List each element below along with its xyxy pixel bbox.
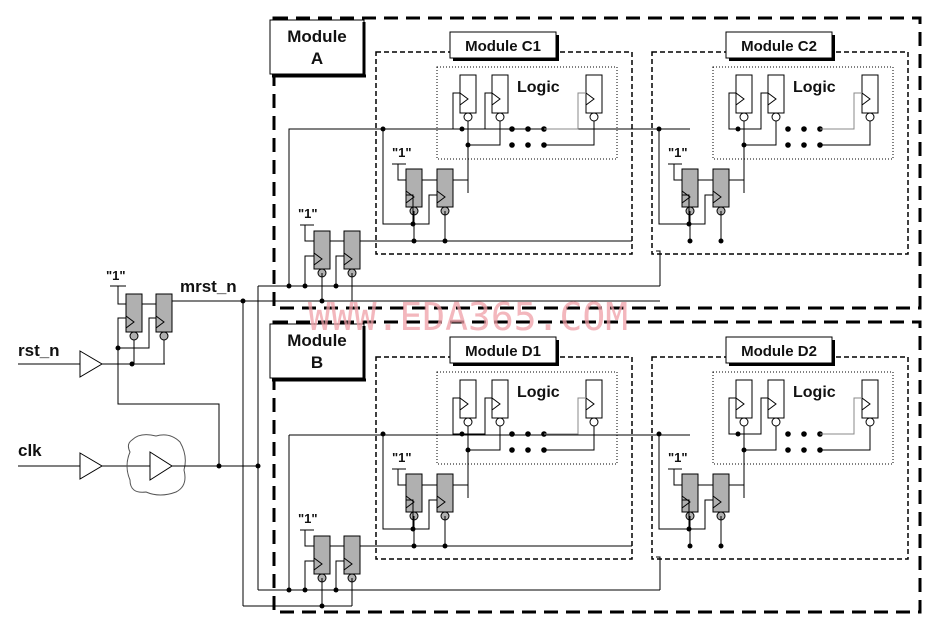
logic-ff-2 xyxy=(491,379,509,427)
submodule-title: Module C1 xyxy=(465,38,541,55)
clock-tree-cloud-icon xyxy=(126,434,186,496)
logic-label: Logic xyxy=(517,384,560,401)
local-sync-ff-2 xyxy=(436,168,454,216)
module-b: Module B "1" xyxy=(243,320,922,614)
global-sync-ff-2 xyxy=(155,293,173,341)
constant-one-label: "1" xyxy=(392,450,412,465)
submodule-d1: Module D1 Logic "1" xyxy=(375,336,633,560)
local-sync-ff-1 xyxy=(405,168,423,216)
submodule-d2: Module D2 Logic "1" xyxy=(651,336,909,560)
rst-buffer-icon xyxy=(79,350,103,378)
logic-label: Logic xyxy=(517,79,560,96)
submodule-title: Module D1 xyxy=(465,343,541,360)
logic-ff-1 xyxy=(459,379,477,427)
clock-tree-buffer-icon xyxy=(149,451,173,481)
constant-one-label: "1" xyxy=(298,511,318,526)
logic-ff-2 xyxy=(767,379,785,427)
watermark: WWW.EDA365.COM xyxy=(308,295,628,339)
local-sync-ff-2 xyxy=(436,473,454,521)
submodule-title: Module D2 xyxy=(741,343,817,360)
logic-ff-1 xyxy=(735,74,753,122)
submodule-c1: Module C1 Logic "1" xyxy=(375,31,633,255)
logic-ff-3 xyxy=(861,379,879,427)
logic-ff-2 xyxy=(491,74,509,122)
logic-ff-1 xyxy=(735,379,753,427)
local-sync-ff-2 xyxy=(712,168,730,216)
module-a-sync-ff-1 xyxy=(313,230,331,278)
logic-ff-2 xyxy=(767,74,785,122)
logic-ff-3 xyxy=(585,379,603,427)
constant-one-label: "1" xyxy=(392,145,412,160)
logic-ff-3 xyxy=(861,74,879,122)
module-b-title-line2: B xyxy=(311,353,323,372)
local-sync-ff-1 xyxy=(681,473,699,521)
global-reset-synchronizer: rst_n clk "1" mrst_n xyxy=(18,268,660,606)
constant-one-label: "1" xyxy=(668,450,688,465)
module-a: Module A "1" xyxy=(258,16,922,310)
constant-one-label: "1" xyxy=(668,145,688,160)
module-a-title-line1: Module xyxy=(287,27,347,46)
local-sync-ff-1 xyxy=(681,168,699,216)
logic-ff-3 xyxy=(585,74,603,122)
constant-one-label: "1" xyxy=(298,206,318,221)
clk-buffer-icon xyxy=(79,452,103,480)
clk-label: clk xyxy=(18,441,42,460)
logic-label: Logic xyxy=(793,79,836,96)
module-a-sync-ff-2 xyxy=(343,230,361,278)
mrst-n-label: mrst_n xyxy=(180,277,237,296)
local-sync-ff-1 xyxy=(405,473,423,521)
module-b-sync-ff-2 xyxy=(343,535,361,583)
submodule-c2: Module C2 Logic "1" xyxy=(651,31,909,255)
constant-one-label: "1" xyxy=(106,268,126,283)
submodule-title: Module C2 xyxy=(741,38,817,55)
global-sync-ff-1 xyxy=(125,293,143,341)
rst-n-label: rst_n xyxy=(18,341,60,360)
module-b-sync-ff-1 xyxy=(313,535,331,583)
module-b-title-line1: Module xyxy=(287,331,347,350)
module-a-title-line2: A xyxy=(311,49,323,68)
local-sync-ff-2 xyxy=(712,473,730,521)
logic-ff-1 xyxy=(459,74,477,122)
logic-label: Logic xyxy=(793,384,836,401)
